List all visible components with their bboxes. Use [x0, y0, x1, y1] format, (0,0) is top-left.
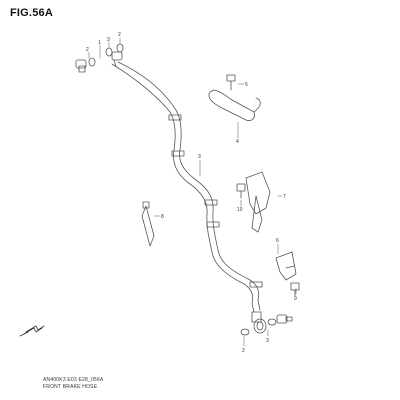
bracket-bolt — [236, 183, 246, 199]
callout-4: 4 — [236, 139, 239, 145]
caption-code: AN400K3 E03 E28_056A — [43, 377, 104, 383]
brake-hose — [111, 61, 263, 313]
callout-5: 5 — [245, 82, 248, 88]
tie-wrap — [141, 201, 155, 247]
callout-8: 8 — [161, 214, 164, 220]
caption-name: FRONT BRAKE HOSE — [43, 384, 98, 390]
hose-bracket — [245, 171, 271, 233]
upper-banjo-bolt — [75, 59, 87, 73]
figure-title: FIG.56A — [10, 7, 53, 19]
callout-1: 1 — [98, 40, 101, 46]
front-arrow-icon — [19, 325, 45, 337]
callout-7: 7 — [283, 194, 286, 200]
callout-2-lower: 2 — [242, 348, 245, 354]
callout-2: 2 — [86, 47, 89, 53]
callout-9: 9 — [294, 296, 297, 302]
lower-hose-fitting — [251, 311, 267, 334]
callout-6: 6 — [276, 238, 279, 244]
upper-washers — [88, 43, 124, 67]
bolt-top — [226, 74, 236, 91]
callout-10: 10 — [237, 207, 243, 213]
leader-lines — [88, 37, 297, 347]
lower-banjo-bolt — [276, 314, 293, 324]
callout-3: 3 — [107, 37, 110, 43]
hose-clamp-wire — [208, 89, 261, 121]
callout-3-lower: 3 — [266, 338, 269, 344]
callout-2-upper: 2 — [118, 32, 121, 38]
guide-bolt — [290, 282, 300, 297]
callout-hose-3: 3 — [198, 154, 201, 160]
upper-hose-fitting — [111, 51, 123, 67]
lower-washers — [240, 318, 277, 336]
hose-guide — [275, 251, 297, 281]
